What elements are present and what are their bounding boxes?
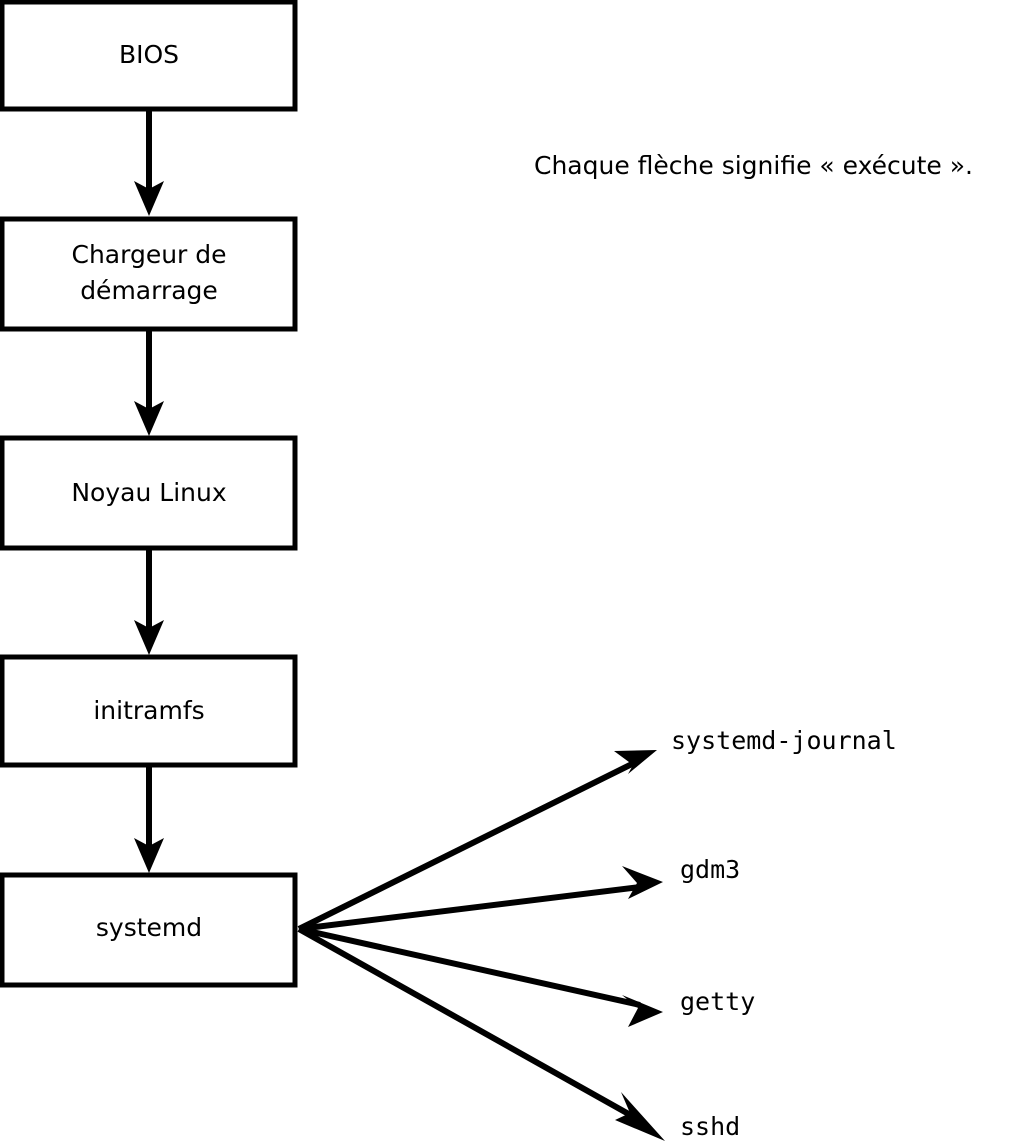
edge-line-sshd bbox=[297, 926, 636, 1120]
edge-kernel-to-initramfs bbox=[134, 549, 164, 655]
arrow-meaning-annotation: Chaque flèche signifie « exécute ». bbox=[534, 151, 973, 180]
node-bios-rect[interactable] bbox=[0, 0, 298, 112]
edge-line-systemd-journal bbox=[297, 759, 638, 932]
node-bootloader[interactable]: Chargeur de démarrage bbox=[0, 216, 298, 332]
arrowhead-getty bbox=[622, 995, 663, 1027]
edge-line-gdm3 bbox=[298, 884, 641, 932]
service-label-systemd-journal: systemd-journal bbox=[671, 726, 897, 755]
arrowhead-systemd-journal bbox=[614, 750, 657, 774]
service-label-getty: getty bbox=[680, 987, 755, 1016]
edge-bios-to-bootloader bbox=[134, 110, 164, 216]
node-initramfs-label: initramfs bbox=[93, 696, 204, 725]
edge-systemd-to-systemd-journal bbox=[297, 750, 657, 932]
arrowhead-bootloader-kernel bbox=[134, 401, 164, 436]
service-label-gdm3: gdm3 bbox=[680, 855, 740, 884]
node-systemd-rect[interactable] bbox=[0, 872, 298, 988]
node-systemd[interactable]: systemd bbox=[0, 872, 298, 988]
edge-initramfs-to-systemd bbox=[134, 766, 164, 873]
arrowhead-initramfs-systemd bbox=[134, 838, 164, 873]
arrowhead-bios-bootloader bbox=[134, 181, 164, 216]
node-bios[interactable]: BIOS bbox=[0, 0, 298, 112]
node-bios-label: BIOS bbox=[119, 40, 179, 69]
arrowhead-gdm3 bbox=[622, 866, 663, 899]
edge-systemd-to-getty bbox=[298, 926, 663, 1027]
node-initramfs-rect[interactable] bbox=[0, 654, 298, 768]
arrowhead-kernel-initramfs bbox=[134, 620, 164, 655]
edge-systemd-to-gdm3 bbox=[298, 866, 663, 932]
node-systemd-label: systemd bbox=[96, 913, 202, 942]
edge-bootloader-to-kernel bbox=[134, 330, 164, 436]
node-kernel-rect[interactable] bbox=[0, 435, 298, 551]
edge-systemd-to-sshd bbox=[297, 926, 665, 1141]
node-kernel-label: Noyau Linux bbox=[71, 478, 226, 507]
node-initramfs[interactable]: initramfs bbox=[0, 654, 298, 768]
arrowhead-sshd bbox=[615, 1092, 665, 1141]
edge-line-getty bbox=[298, 926, 641, 1008]
service-label-sshd: sshd bbox=[680, 1112, 740, 1141]
node-kernel[interactable]: Noyau Linux bbox=[0, 435, 298, 551]
node-bootloader-label-line1: Chargeur de bbox=[71, 240, 226, 269]
node-bootloader-rect[interactable] bbox=[0, 216, 298, 332]
node-bootloader-label-line2: démarrage bbox=[80, 276, 218, 305]
